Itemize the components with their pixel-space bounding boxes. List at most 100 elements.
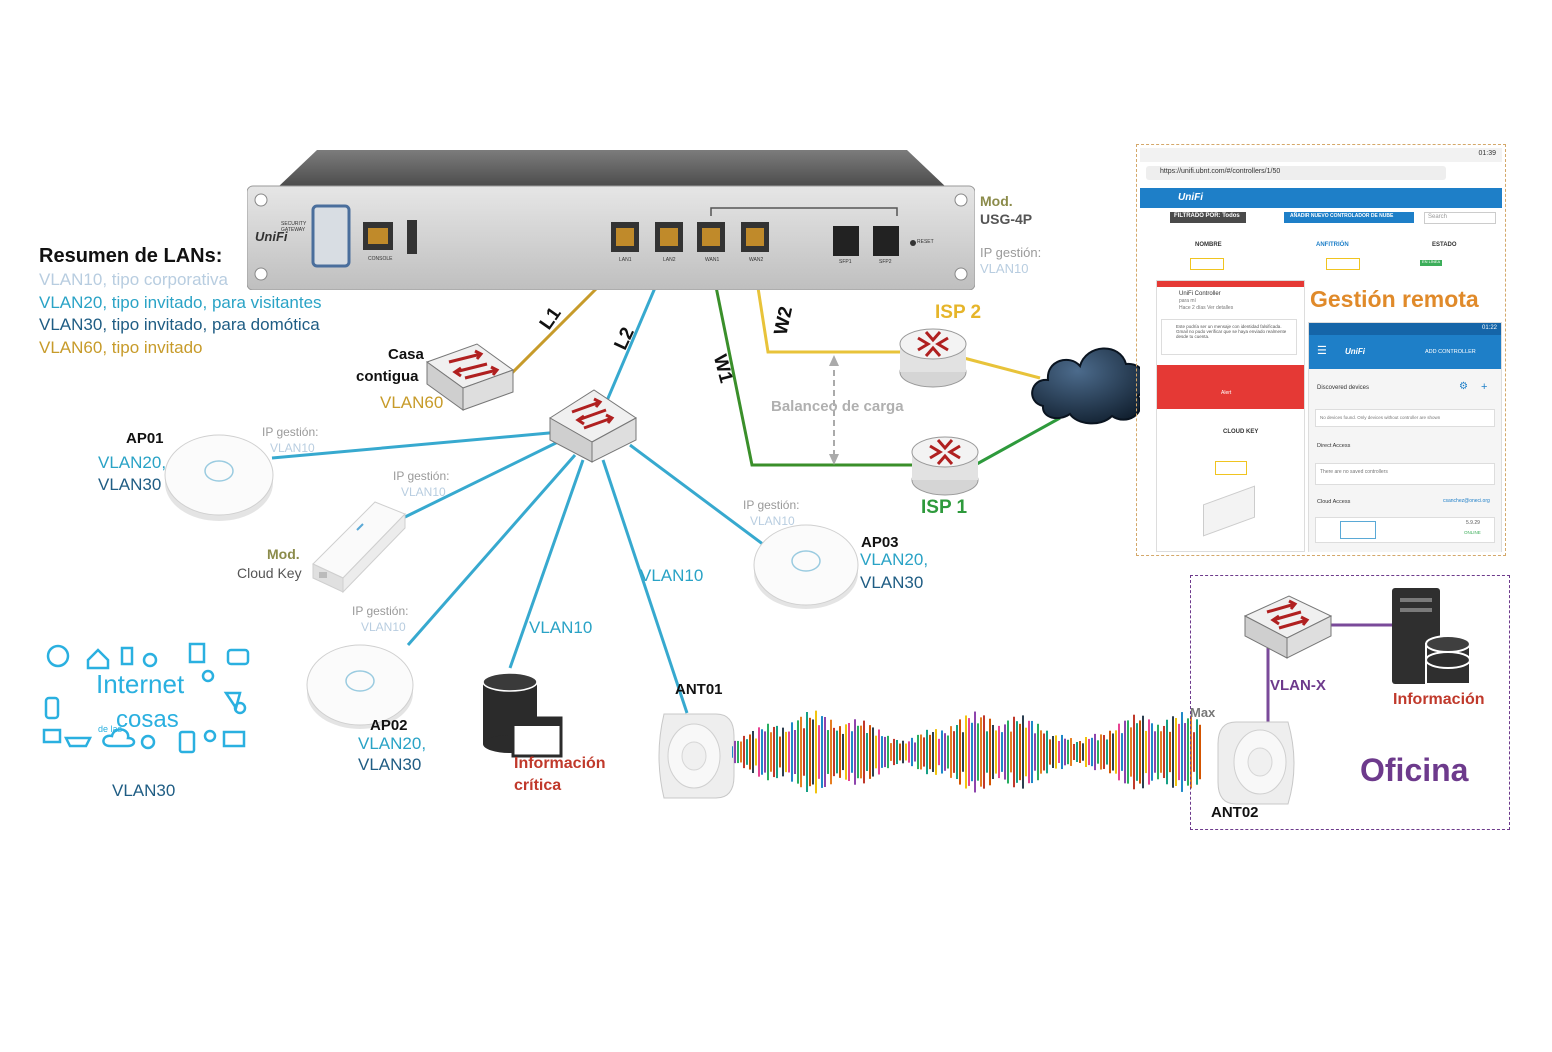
- row-status-chip: EN LÍNEA: [1420, 259, 1442, 266]
- balance-arrowhead-down: [829, 454, 839, 465]
- discovered-title: Discovered devices: [1317, 385, 1370, 391]
- remote-screenshot: 01:39 https://unifi.ubnt.com/#/controlle…: [1140, 148, 1502, 552]
- port-label-sfp2: SFP2: [879, 259, 892, 265]
- router-isp2: [898, 320, 968, 390]
- url-bar[interactable]: https://unifi.ubnt.com/#/controllers/1/5…: [1146, 166, 1446, 180]
- internet-cloud: [1028, 336, 1150, 426]
- critical-db-icon: [481, 672, 563, 758]
- col-estado: ESTADO: [1432, 242, 1457, 248]
- iot-vlan: VLAN30: [112, 781, 176, 800]
- switch-icon: [549, 389, 637, 463]
- ap01-device: [163, 425, 275, 525]
- menu-icon[interactable]: ☰: [1317, 345, 1327, 357]
- server-icon: [1392, 588, 1471, 685]
- email-top-bar: [1157, 281, 1304, 287]
- port-label-lan1: LAN1: [619, 257, 632, 263]
- ap02-name: AP02: [370, 717, 408, 734]
- ap03-vlan-a: VLAN20,: [860, 550, 929, 569]
- switch-icon: [425, 343, 515, 411]
- email-from: UniFi Controller: [1179, 291, 1221, 297]
- unifi-header: UniFi: [1140, 188, 1502, 208]
- link-ap03: [629, 443, 769, 550]
- switch-casa: [425, 342, 515, 412]
- link-isp2-cloud: [959, 355, 1041, 380]
- antenna-icon: [1217, 721, 1295, 805]
- access-point-icon: [164, 434, 274, 521]
- no-saved-text: There are no saved controllers: [1320, 469, 1388, 475]
- cloud-access-email: csanchez@oneci.org: [1443, 498, 1490, 504]
- usg-brand: UniFi: [255, 229, 288, 244]
- unifi-logo: UniFi: [1178, 192, 1203, 203]
- search-input[interactable]: Search: [1424, 212, 1496, 224]
- app-unifi-logo: UniFi: [1345, 347, 1365, 356]
- router-icon: [911, 436, 979, 496]
- app-toolbar: ☰ UniFi ADD CONTROLLER: [1309, 335, 1501, 369]
- ap01-ip-vlan: VLAN10: [270, 441, 315, 455]
- ap02-ip-label: IP gestión:: [352, 604, 409, 618]
- usg-gateway-drawing: [247, 150, 975, 290]
- settings-icon[interactable]: ⚙: [1459, 381, 1468, 392]
- add-icon[interactable]: +: [1481, 381, 1488, 393]
- port-label-console: CONSOLE: [368, 256, 393, 262]
- summary-item-vlan20: VLAN20, tipo invitado, para visitantes: [39, 292, 322, 312]
- discovered-box: No devices found. Only devices without c…: [1315, 409, 1495, 427]
- add-controller-button[interactable]: ADD CONTROLLER: [1425, 349, 1476, 355]
- ap01-vlan-a: VLAN20,: [98, 453, 167, 472]
- filter-dropdown[interactable]: FILTRADO POR: Todos: [1170, 212, 1246, 223]
- ap03-name: AP03: [861, 534, 899, 551]
- port-label-wan2: WAN2: [749, 257, 764, 263]
- gateway-ip-vlan: VLAN10: [980, 261, 1029, 276]
- ap02-vlan-b: VLAN30: [358, 755, 422, 774]
- col-anfitrion: ANFITRIÓN: [1316, 242, 1349, 248]
- summary-title: Resumen de LANs:: [39, 245, 223, 267]
- ap02-device: [305, 635, 415, 733]
- add-cloud-controller-button[interactable]: AÑADIR NUEVO CONTROLADOR DE NUBE: [1284, 212, 1414, 223]
- isp1-label: ISP 1: [921, 497, 968, 518]
- filter-label: FILTRADO POR: Todos: [1174, 213, 1240, 219]
- critical-label-1: Información: [514, 755, 606, 772]
- ap01-name: AP01: [126, 430, 164, 447]
- add-cloud-controller-label: AÑADIR NUEVO CONTROLADOR DE NUBE: [1290, 213, 1394, 219]
- vlan10-ant-label: VLAN10: [640, 566, 704, 585]
- ap03-ip-label: IP gestión:: [743, 498, 800, 512]
- email-device-image: [1203, 485, 1255, 537]
- port-label-reset: RESET: [917, 239, 934, 245]
- phone-time-1: 01:39: [1478, 150, 1496, 157]
- cloud-key-device: [305, 492, 410, 596]
- usg-sub: SECURITY GATEWAY: [281, 221, 307, 233]
- cloud-controller-item[interactable]: 5.9.29 ONLINE: [1315, 517, 1495, 543]
- isp2-label: ISP 2: [935, 302, 982, 323]
- ap02-ip-vlan: VLAN10: [361, 620, 406, 634]
- ap03-vlan-b: VLAN30: [860, 573, 924, 592]
- switch-icon: [1243, 595, 1333, 659]
- cloud-icon: [1031, 347, 1147, 425]
- no-devices-text: No devices found. Only devices without c…: [1320, 415, 1441, 420]
- direct-access-box: There are no saved controllers: [1315, 463, 1495, 485]
- gateway-ip-label: IP gestión:: [980, 245, 1042, 260]
- iot-word-internet: Internet: [96, 669, 185, 699]
- antenna-icon: [658, 713, 735, 799]
- controller-app: 01:22 ☰ UniFi ADD CONTROLLER Discovered …: [1308, 322, 1502, 552]
- ant02-device: [1216, 714, 1300, 810]
- link-critical: [508, 459, 585, 669]
- max-label: Max: [1190, 705, 1216, 720]
- balance-label: Balanceo de carga: [771, 398, 904, 415]
- email-highlight-box: [1215, 461, 1247, 475]
- casa-label-1: Casa: [388, 346, 424, 363]
- link-ap01: [271, 430, 561, 460]
- office-server-icon: [1390, 586, 1472, 688]
- usg-gateway: UniFi SECURITY GATEWAY CONSOLE LAN1 LAN2…: [247, 150, 975, 290]
- email-time: Hace 2 días Ver detalles: [1179, 305, 1234, 311]
- row-status-text: EN LÍNEA: [1422, 259, 1441, 264]
- port-label-wan1: WAN1: [705, 257, 720, 263]
- office-info: Información: [1393, 691, 1485, 708]
- alert-text: Alert: [1221, 390, 1232, 396]
- remote-box: [1136, 144, 1506, 556]
- switch-core: [548, 388, 638, 464]
- summary-item-vlan60: VLAN60, tipo invitado: [39, 337, 203, 357]
- signal-wave: [732, 710, 1201, 794]
- iot-cluster: Internet de las cosas: [40, 638, 250, 768]
- ap02-vlan-a: VLAN20,: [358, 734, 427, 753]
